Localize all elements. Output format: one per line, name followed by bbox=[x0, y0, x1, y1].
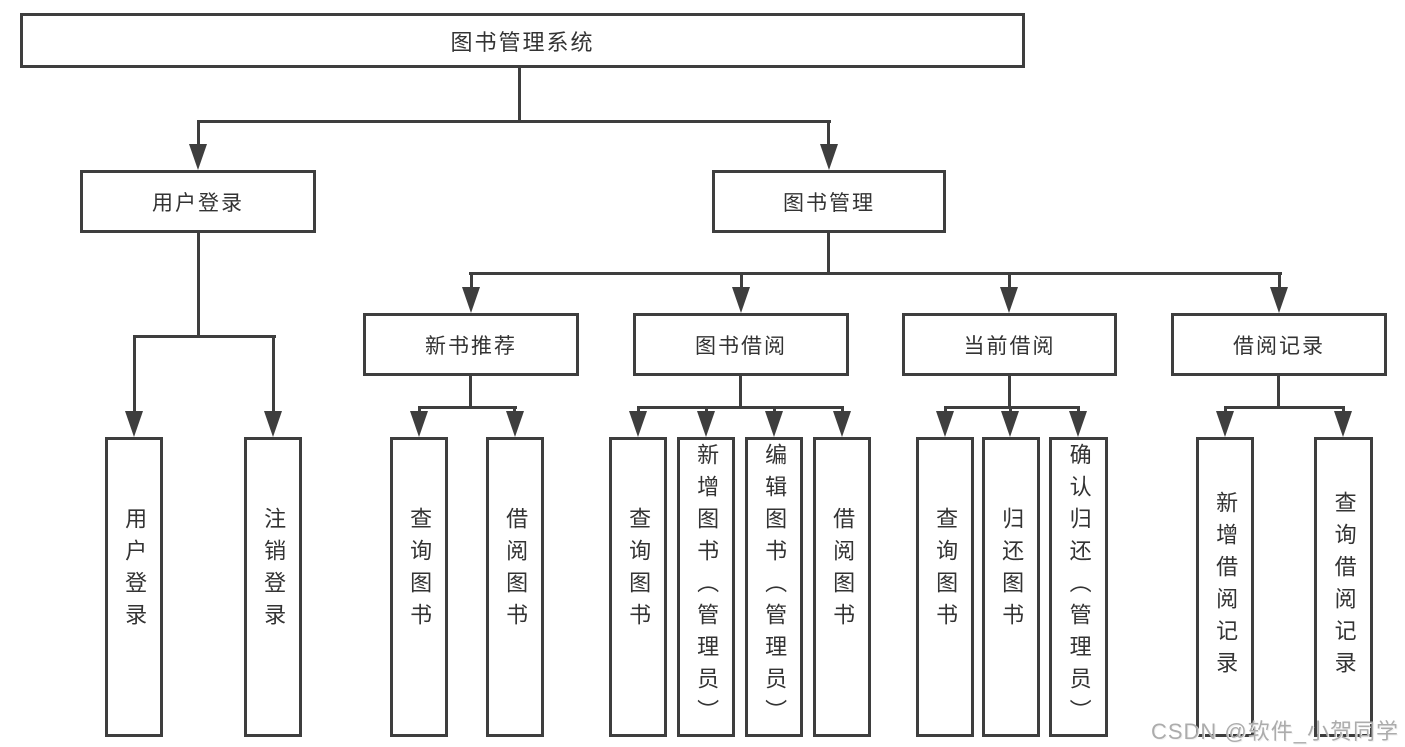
node-label: 查询借阅记录 bbox=[1331, 491, 1357, 683]
node-label: 归还图书 bbox=[999, 507, 1025, 635]
node-user-login-func: 用户登录 bbox=[105, 437, 163, 737]
node-label: 查询图书 bbox=[626, 507, 652, 635]
connector-line bbox=[739, 376, 742, 406]
connector-line bbox=[418, 406, 421, 415]
node-br-add-record: 新增借阅记录 bbox=[1196, 437, 1254, 737]
node-label: 查询图书 bbox=[933, 507, 959, 635]
node-cb-return-book: 归还图书 bbox=[982, 437, 1040, 737]
connector-line bbox=[272, 335, 275, 413]
connector-line bbox=[827, 233, 830, 272]
node-cb-confirm-return-admin: 确认归还（管理员） bbox=[1049, 437, 1108, 737]
node-bb-edit-book-admin: 编辑图书（管理员） bbox=[745, 437, 803, 737]
connector-line bbox=[469, 376, 472, 406]
connector-line bbox=[418, 406, 517, 409]
connector-line bbox=[197, 233, 200, 335]
connector-line bbox=[637, 406, 640, 415]
connector-line bbox=[705, 406, 708, 415]
connector-arrow bbox=[697, 411, 715, 437]
node-label: 用户登录 bbox=[122, 507, 148, 635]
node-book-borrow: 图书借阅 bbox=[633, 313, 849, 376]
connector-arrow bbox=[765, 411, 783, 437]
connector-line bbox=[197, 120, 831, 123]
node-new-book-recommend: 新书推荐 bbox=[363, 313, 579, 376]
connector-arrow bbox=[1334, 411, 1352, 437]
node-nbr-borrow-book: 借阅图书 bbox=[486, 437, 544, 737]
connector-arrow bbox=[1000, 287, 1018, 313]
connector-arrow bbox=[820, 144, 838, 170]
node-label: 编辑图书（管理员） bbox=[762, 443, 788, 731]
connector-line bbox=[1008, 376, 1011, 406]
connector-line bbox=[133, 335, 136, 413]
node-label: 查询图书 bbox=[407, 507, 433, 635]
connector-line bbox=[470, 272, 473, 290]
node-library-system: 图书管理系统 bbox=[20, 13, 1025, 68]
connector-arrow bbox=[189, 144, 207, 170]
node-label: 新增图书（管理员） bbox=[694, 443, 720, 731]
node-label: 借阅图书 bbox=[830, 507, 856, 635]
node-nbr-query-book: 查询图书 bbox=[390, 437, 448, 737]
connector-line bbox=[133, 335, 276, 338]
connector-line bbox=[1009, 406, 1012, 415]
node-label: 新增借阅记录 bbox=[1213, 491, 1239, 683]
connector-line bbox=[1278, 272, 1281, 290]
connector-arrow bbox=[506, 411, 524, 437]
node-label: 确认归还（管理员） bbox=[1066, 443, 1092, 731]
node-current-borrow: 当前借阅 bbox=[902, 313, 1117, 376]
node-book-management: 图书管理 bbox=[712, 170, 946, 233]
connector-arrow bbox=[936, 411, 954, 437]
connector-line bbox=[773, 406, 776, 415]
connector-arrow bbox=[1069, 411, 1087, 437]
connector-arrow bbox=[410, 411, 428, 437]
connector-arrow bbox=[462, 287, 480, 313]
watermark: CSDN @软件_小贺同学 bbox=[1150, 719, 1399, 744]
connector-line bbox=[513, 406, 516, 415]
connector-arrow bbox=[1001, 411, 1019, 437]
connector-line bbox=[1224, 406, 1344, 409]
node-logout: 注销登录 bbox=[244, 437, 302, 737]
connector-line bbox=[1224, 406, 1227, 415]
connector-arrow bbox=[833, 411, 851, 437]
node-cb-query-book: 查询图书 bbox=[916, 437, 974, 737]
node-label: 注销登录 bbox=[261, 507, 287, 635]
node-bb-query-book: 查询图书 bbox=[609, 437, 667, 737]
connector-arrow bbox=[1216, 411, 1234, 437]
connector-arrow bbox=[125, 411, 143, 437]
node-bb-add-book-admin: 新增图书（管理员） bbox=[677, 437, 735, 737]
node-bb-borrow-book: 借阅图书 bbox=[813, 437, 871, 737]
connector-line bbox=[197, 120, 200, 148]
connector-line bbox=[827, 120, 830, 148]
connector-line bbox=[944, 406, 947, 415]
node-label: 借阅图书 bbox=[503, 507, 529, 635]
connector-line bbox=[518, 68, 521, 120]
connector-arrow bbox=[732, 287, 750, 313]
connector-line bbox=[740, 272, 743, 290]
connector-line bbox=[469, 272, 1282, 275]
connector-arrow bbox=[264, 411, 282, 437]
connector-arrow bbox=[1270, 287, 1288, 313]
connector-line bbox=[1342, 406, 1345, 415]
node-br-query-record: 查询借阅记录 bbox=[1314, 437, 1373, 737]
connector-line bbox=[841, 406, 844, 415]
connector-line bbox=[637, 406, 844, 409]
node-user-login: 用户登录 bbox=[80, 170, 316, 233]
connector-line bbox=[1277, 376, 1280, 406]
node-borrow-records: 借阅记录 bbox=[1171, 313, 1387, 376]
connector-line bbox=[1077, 406, 1080, 415]
connector-arrow bbox=[629, 411, 647, 437]
connector-line bbox=[1008, 272, 1011, 290]
